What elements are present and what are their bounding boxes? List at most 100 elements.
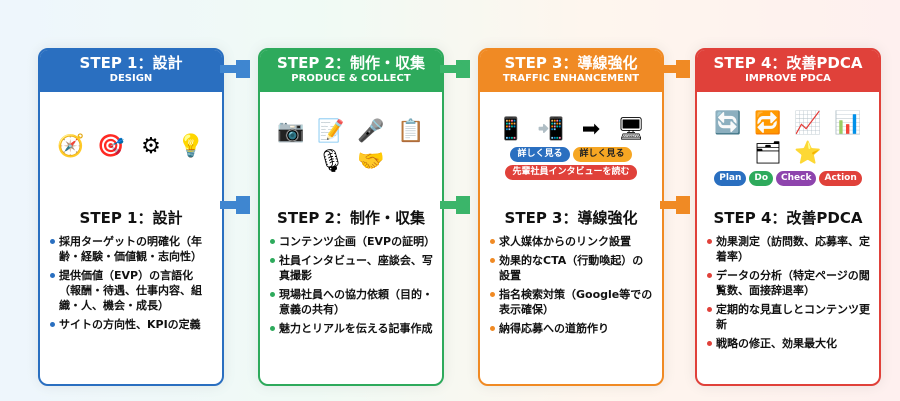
pdca-label: Check: [776, 170, 817, 186]
cta-button-row: 詳しく見る詳しく見る先輩社員インタビューを読む: [486, 146, 656, 180]
bullet-dot: [50, 273, 55, 278]
step-title: STEP 4：改善PDCA: [713, 209, 863, 227]
step-bullet-list: 採用ターゲットの明確化（年齢・経験・価値観・志向性） 提供価値（EVP）の言語化（…: [40, 234, 222, 332]
arrow-step3-to-4: [660, 60, 690, 78]
bullet-item: 効果測定（訪問数、応募率、定着率）: [707, 234, 871, 264]
bullet-text: 魅力とリアルを伝える記事作成: [279, 322, 433, 335]
bullet-dot: [270, 292, 275, 297]
illustration-icon: ⭐: [794, 140, 822, 166]
illustration-icon: ➡: [581, 116, 601, 142]
bullet-item: 求人媒体からのリンク設置: [490, 234, 654, 249]
bullet-dot: [270, 239, 275, 244]
bullet-text: 効果測定（訪問数、応募率、定着率）: [716, 235, 870, 263]
illustration-icon: 🎙: [317, 149, 345, 174]
step-header-title: STEP 2：制作・収集: [277, 54, 425, 72]
illustration-icon: 🎤: [357, 119, 385, 144]
step-header-subtitle: TRAFFIC ENHANCEMENT: [502, 73, 640, 84]
step-title: STEP 1：設計: [79, 209, 183, 227]
step-header-title: STEP 4：改善PDCA: [713, 54, 863, 72]
bullet-text: 定期的な見直しとコンテンツ更新: [716, 303, 870, 331]
step-illustrations: 📱 📲 ➡ 🖥 詳しく見る詳しく見る先輩社員インタビューを読む: [480, 92, 662, 202]
step-bullet-list: 求人媒体からのリンク設置効果的なCTA（行動喚起）の設置指名検索対策（Googl…: [480, 234, 662, 336]
illustration-icon: 🗂: [754, 140, 782, 166]
step-header-subtitle: IMPROVE PDCA: [745, 73, 831, 84]
bullet-text: 求人媒体からのリンク設置: [499, 235, 631, 248]
arrow-mid-1: [220, 196, 250, 214]
bullet-item: 指名検索対策（Google等での表示確保）: [490, 287, 654, 317]
bullet-item: 戦略の修正、効果最大化: [707, 336, 871, 351]
step-card-2: STEP 2：制作・収集 PRODUCE & COLLECT 📷📝🎤📋🎙🤝STE…: [258, 48, 444, 386]
step-title: STEP 3：導線強化: [504, 209, 638, 227]
illustration-icon: 🎯: [97, 134, 125, 159]
bullet-item: 社員インタビュー、座談会、写真撮影: [270, 253, 434, 283]
bullet-dot: [490, 292, 495, 297]
illustration-icon: 📋: [397, 119, 425, 144]
cta-button[interactable]: 詳しく見る: [572, 146, 632, 162]
bullet-text: 戦略の修正、効果最大化: [716, 337, 837, 350]
bullet-item: 効果的なCTA（行動喚起）の設置: [490, 253, 654, 283]
step-header: STEP 1：設計 DESIGN: [40, 50, 222, 92]
bullet-text: 採用ターゲットの明確化（年齢・経験・価値観・志向性）: [59, 235, 202, 263]
bullet-item: 採用ターゲットの明確化（年齢・経験・価値観・志向性）: [50, 234, 214, 264]
arrow-step1-to-2: [220, 60, 250, 78]
illustration-icon: 🔄: [714, 110, 742, 136]
illustration-icon: 🔁: [754, 110, 782, 136]
bullet-dot: [707, 307, 712, 312]
step-bullet-list: 効果測定（訪問数、応募率、定着率） データの分析（特定ページの閲覧数、面接辞退率）…: [697, 234, 879, 351]
step-header-title: STEP 1：設計: [79, 54, 183, 72]
step-card-1: STEP 1：設計 DESIGN 🧭 🎯 ⚙ 💡 STEP 1：設計採用ターゲットの明確…: [38, 48, 224, 386]
illustration-icon: 💡: [177, 134, 205, 159]
bullet-text: 効果的なCTA（行動喚起）の設置: [499, 254, 644, 282]
bullet-item: サイトの方向性、KPIの定義: [50, 317, 214, 332]
arrow-mid-3: [660, 196, 690, 214]
step-header: STEP 4：改善PDCA IMPROVE PDCA: [697, 50, 879, 92]
illustration-icon: 🧭: [57, 134, 85, 159]
bullet-item: 現場社員への協力依頼（目的・意義の共有）: [270, 287, 434, 317]
illustration-icon: 🖥: [617, 116, 645, 142]
step-header-title: STEP 3：導線強化: [504, 54, 638, 72]
bullet-dot: [707, 341, 712, 346]
bullet-dot: [707, 273, 712, 278]
bullet-dot: [490, 258, 495, 263]
illustration-icon: 📲: [537, 116, 565, 142]
pdca-label: Action: [819, 170, 862, 186]
bullet-item: コンテンツ企画（EVPの証明）: [270, 234, 436, 249]
illustration-icon: 🤝: [357, 149, 385, 174]
step-bullet-list: コンテンツ企画（EVPの証明） 社員インタビュー、座談会、写真撮影現場社員への協力…: [260, 234, 442, 336]
bullet-item: 魅力とリアルを伝える記事作成: [270, 321, 434, 336]
cta-button[interactable]: 先輩社員インタビューを読む: [505, 164, 637, 180]
bullet-dot: [490, 239, 495, 244]
illustration-icon: 📝: [317, 119, 345, 144]
bullet-text: 現場社員への協力依頼（目的・意義の共有）: [279, 288, 433, 316]
pdca-label: Do: [749, 170, 774, 186]
bullet-item: 納得応募への道筋作り: [490, 321, 654, 336]
bullet-item: 提供価値（EVP）の言語化（報酬・待遇、仕事内容、組織・人、機会・成長）: [50, 268, 214, 313]
bullet-dot: [50, 322, 55, 327]
step-title: STEP 2：制作・収集: [277, 209, 425, 227]
arrow-mid-2: [440, 196, 470, 214]
arrow-step2-to-3: [440, 60, 470, 78]
bullet-dot: [707, 239, 712, 244]
illustration-icon: ⚙: [141, 134, 161, 159]
illustration-icon: 📱: [497, 116, 525, 142]
illustration-icon: 📷: [277, 119, 305, 144]
pdca-label: Plan: [714, 170, 747, 186]
illustration-icon: 📊: [834, 110, 862, 136]
bullet-text: 提供価値（EVP）の言語化（報酬・待遇、仕事内容、組織・人、機会・成長）: [59, 269, 202, 312]
step-header-subtitle: DESIGN: [109, 73, 153, 84]
bullet-dot: [490, 326, 495, 331]
bullet-dot: [270, 326, 275, 331]
step-illustrations: 📷 📝 🎤 📋 🎙 🤝: [260, 92, 442, 202]
bullet-item: 定期的な見直しとコンテンツ更新: [707, 302, 871, 332]
cta-button[interactable]: 詳しく見る: [510, 146, 570, 162]
bullet-dot: [270, 258, 275, 263]
bullet-text: サイトの方向性、KPIの定義: [59, 318, 201, 331]
step-card-3: STEP 3：導線強化 TRAFFIC ENHANCEMENT 📱 📲 ➡ 🖥 詳しく見…: [478, 48, 664, 386]
bullet-text: データの分析（特定ページの閲覧数、面接辞退率）: [716, 269, 870, 297]
bullet-text: 指名検索対策（Google等での表示確保）: [499, 288, 653, 316]
bullet-text: コンテンツ企画（EVPの証明）: [279, 235, 436, 248]
bullet-item: データの分析（特定ページの閲覧数、面接辞退率）: [707, 268, 871, 298]
